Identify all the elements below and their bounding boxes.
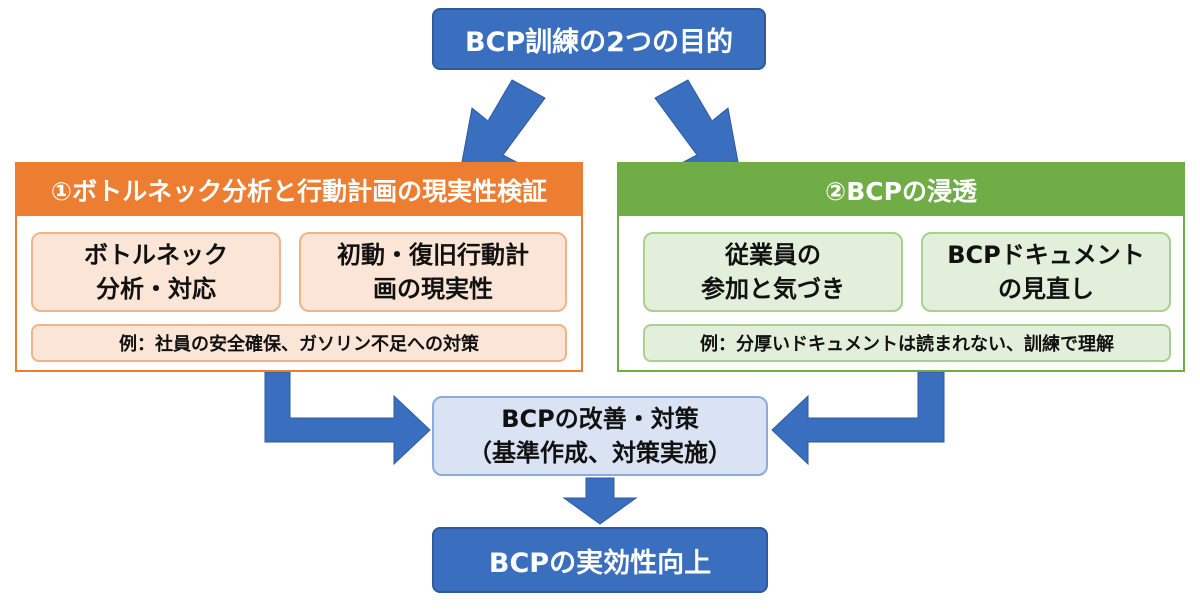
arrow-right-to-middle: [771, 371, 945, 466]
action-plan-box: 初動・復旧行動計 画の現実性: [299, 232, 567, 312]
arrow-to-left-panel: [461, 79, 546, 166]
arrow-left-to-middle: [264, 371, 431, 466]
participation-box: 従業員の 参加と気づき: [643, 232, 903, 312]
page-title: BCP訓練の2つの目的: [432, 8, 766, 70]
left-panel: ①ボトルネック分析と行動計画の現実性検証 ボトルネック 分析・対応 初動・復旧行…: [15, 162, 583, 372]
result-box: BCPの実効性向上: [432, 527, 768, 593]
arrow-middle-to-result: [562, 477, 638, 525]
right-example: 例：分厚いドキュメントは読まれない、訓練で理解: [643, 324, 1171, 362]
improvement-box: BCPの改善・対策 （基準作成、対策実施）: [432, 396, 768, 476]
bottleneck-box: ボトルネック 分析・対応: [31, 232, 281, 312]
right-panel-heading: ②BCPの浸透: [619, 164, 1183, 216]
document-review-box: BCPドキュメント の見直し: [921, 232, 1171, 312]
left-example: 例：社員の安全確保、ガソリン不足への対策: [31, 324, 567, 362]
arrow-to-right-panel: [654, 79, 739, 166]
left-panel-heading: ①ボトルネック分析と行動計画の現実性検証: [17, 164, 581, 216]
right-panel: ②BCPの浸透 従業員の 参加と気づき BCPドキュメント の見直し 例：分厚い…: [617, 162, 1185, 372]
